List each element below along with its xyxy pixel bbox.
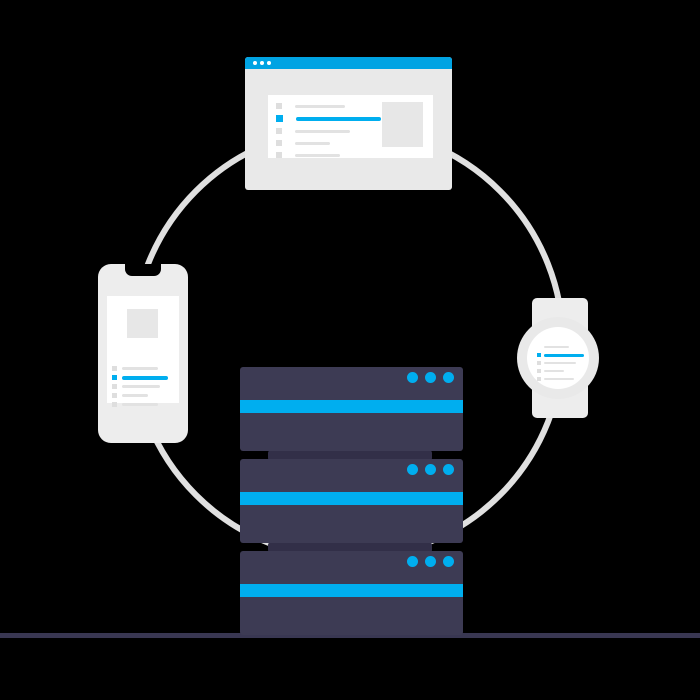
content-list bbox=[112, 366, 168, 407]
text-line bbox=[295, 153, 340, 157]
smartphone bbox=[98, 264, 188, 443]
browser-titlebar bbox=[245, 57, 452, 69]
phone-screen bbox=[107, 296, 179, 407]
led-dot-icon bbox=[425, 372, 436, 383]
content-list bbox=[276, 103, 381, 158]
browser-window bbox=[245, 57, 452, 190]
server-unit bbox=[240, 551, 463, 635]
led-dot-icon bbox=[443, 372, 454, 383]
content-list bbox=[537, 345, 584, 381]
text-line bbox=[544, 346, 569, 348]
list-row bbox=[537, 345, 584, 349]
list-row bbox=[112, 402, 168, 407]
bullet-icon bbox=[112, 366, 117, 371]
bullet-icon bbox=[276, 128, 282, 134]
list-row bbox=[276, 103, 381, 109]
list-row bbox=[537, 369, 584, 373]
server-connector bbox=[268, 542, 432, 553]
window-dot-icon bbox=[267, 61, 271, 65]
led-dot-icon bbox=[407, 556, 418, 567]
text-line bbox=[295, 104, 345, 108]
server-unit bbox=[240, 367, 463, 451]
highlight-bullet-icon bbox=[112, 375, 117, 380]
server-stripe bbox=[240, 400, 463, 413]
text-line bbox=[122, 403, 158, 406]
server-stripe bbox=[240, 584, 463, 597]
led-dot-icon bbox=[407, 372, 418, 383]
list-row bbox=[112, 366, 168, 371]
bullet-icon bbox=[276, 152, 282, 158]
bullet-icon bbox=[537, 369, 541, 373]
bullet-icon bbox=[112, 393, 117, 398]
ground-line bbox=[0, 633, 700, 638]
list-row bbox=[276, 115, 381, 122]
smartwatch-screen bbox=[527, 327, 589, 389]
bullet-icon bbox=[537, 361, 541, 365]
bullet-icon bbox=[276, 140, 282, 146]
phone-notch bbox=[125, 264, 161, 276]
list-row bbox=[276, 140, 381, 146]
server-leds bbox=[407, 464, 454, 475]
bullet-icon bbox=[112, 402, 117, 407]
list-row bbox=[537, 353, 584, 357]
led-dot-icon bbox=[443, 464, 454, 475]
list-row bbox=[276, 152, 381, 158]
list-row bbox=[537, 377, 584, 381]
led-dot-icon bbox=[443, 556, 454, 567]
server-connector bbox=[268, 450, 432, 461]
text-line bbox=[544, 378, 574, 380]
highlight-bullet-icon bbox=[276, 115, 283, 122]
browser-content-card bbox=[268, 95, 433, 158]
list-row bbox=[276, 128, 381, 134]
highlight-bullet-icon bbox=[537, 353, 541, 357]
bullet-icon bbox=[276, 103, 282, 109]
bullet-icon bbox=[112, 384, 117, 389]
server-leds bbox=[407, 556, 454, 567]
bullet-icon bbox=[537, 377, 541, 381]
server-stack bbox=[240, 367, 463, 635]
led-dot-icon bbox=[425, 464, 436, 475]
list-row bbox=[537, 361, 584, 365]
text-line bbox=[544, 353, 584, 357]
list-row bbox=[112, 375, 168, 380]
window-dot-icon bbox=[260, 61, 264, 65]
led-dot-icon bbox=[407, 464, 418, 475]
text-line bbox=[122, 367, 158, 370]
window-dot-icon bbox=[253, 61, 257, 65]
list-row bbox=[112, 393, 168, 398]
text-line bbox=[296, 116, 381, 121]
text-line bbox=[122, 394, 148, 397]
server-leds bbox=[407, 372, 454, 383]
led-dot-icon bbox=[425, 556, 436, 567]
server-stripe bbox=[240, 492, 463, 505]
text-line bbox=[122, 385, 160, 388]
row-indent bbox=[537, 345, 541, 349]
text-line bbox=[295, 129, 350, 133]
image-placeholder bbox=[127, 309, 158, 338]
text-line bbox=[122, 375, 168, 380]
text-line bbox=[544, 370, 564, 372]
image-placeholder bbox=[382, 102, 423, 147]
text-line bbox=[544, 362, 576, 364]
list-row bbox=[112, 384, 168, 389]
text-line bbox=[295, 141, 330, 145]
server-unit bbox=[240, 459, 463, 543]
